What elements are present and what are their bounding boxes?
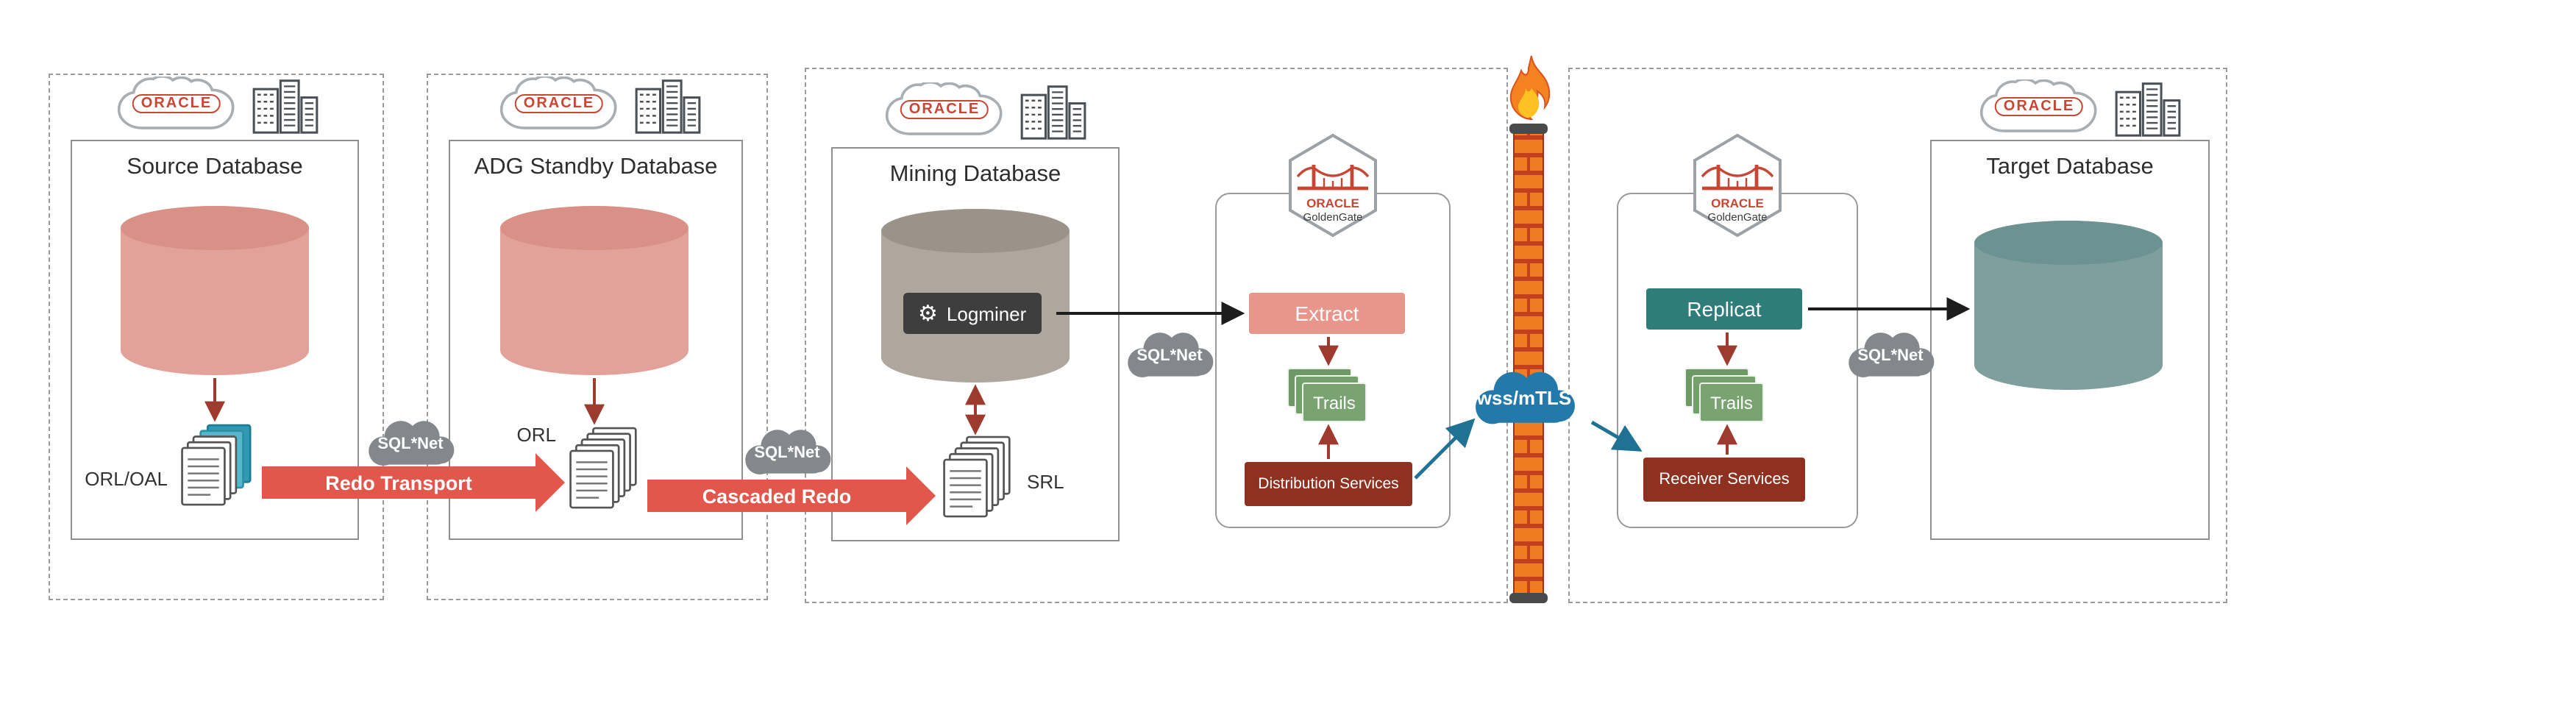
cylinder-top — [1974, 221, 2163, 265]
adg-files-label: ORL — [516, 424, 556, 446]
receiver-services-label: Receiver Services — [1659, 471, 1790, 488]
sqlnet-cloud: SQL*Net — [1842, 324, 1939, 383]
oracle-cloud-logo: ORACLE — [494, 77, 624, 135]
oracle-cloud-logo: ORACLE — [880, 82, 1009, 141]
flame-icon — [1509, 55, 1551, 121]
goldengate-oracle-text: ORACLE — [1711, 196, 1764, 210]
oracle-cloud-logo: ORACLE — [112, 77, 241, 135]
trails-label: Trails — [1313, 392, 1356, 413]
extract-process: Extract — [1249, 293, 1405, 334]
sqlnet-cloud: SQL*Net — [1121, 324, 1218, 383]
trails-icon: Trails — [1684, 368, 1767, 427]
goldengate-hexagon-icon: ORACLE GoldenGate — [1289, 133, 1377, 238]
goldengate-badge: ORACLE GoldenGate — [1284, 132, 1381, 238]
oracle-wordmark: ORACLE — [1994, 97, 2084, 116]
distribution-services-label: Distribution Services — [1258, 475, 1399, 493]
target-database-title: Target Database — [1986, 154, 2154, 179]
extract-label: Extract — [1295, 302, 1359, 325]
replicat-process: Replicat — [1646, 288, 1802, 330]
cloud-icon — [369, 421, 455, 466]
goldengate-product-text: GoldenGate — [1303, 211, 1363, 224]
trails-label: Trails — [1710, 392, 1753, 413]
redo-transport-label: Redo Transport — [325, 472, 472, 494]
gear-icon: ⚙ — [918, 301, 938, 326]
buildings-icon — [252, 79, 319, 134]
cylinder-top — [500, 206, 689, 250]
source-database-cylinder — [121, 206, 309, 375]
trail-page: Trails — [1699, 383, 1764, 422]
cylinder-top — [881, 209, 1070, 253]
adg-standby-database-title: ADG Standby Database — [474, 154, 718, 179]
sqlnet-label: SQL*Net — [754, 444, 820, 461]
mining-database-title: Mining Database — [889, 162, 1061, 187]
trails-icon: Trails — [1287, 368, 1370, 427]
cascaded-redo-arrow: Cascaded Redo — [647, 480, 906, 512]
sqlnet-cloud: SQL*Net — [362, 412, 459, 471]
wss-mtls-cloud: wss/mTLS — [1454, 362, 1595, 430]
sqlnet-cloud: SQL*Net — [739, 421, 836, 480]
buildings-icon — [1020, 85, 1086, 140]
oracle-wordmark: ORACLE — [132, 94, 221, 113]
sqlnet-label: SQL*Net — [1857, 346, 1924, 364]
firewall-icon — [1509, 124, 1548, 603]
buildings-icon — [2115, 82, 2181, 137]
cylinder-top — [121, 206, 309, 250]
cloud-icon — [1128, 332, 1214, 377]
mining-files-label: SRL — [1027, 471, 1064, 493]
source-database-title: Source Database — [127, 154, 303, 179]
goldengate-hexagon-icon: ORACLE GoldenGate — [1693, 133, 1782, 238]
goldengate-product-text: GoldenGate — [1708, 211, 1768, 224]
receiver-services: Receiver Services — [1643, 458, 1805, 502]
trail-page: Trails — [1302, 383, 1367, 422]
buildings-icon — [635, 79, 701, 134]
sqlnet-label: SQL*Net — [377, 435, 444, 452]
goldengate-oracle-text: ORACLE — [1306, 196, 1359, 210]
oracle-wordmark: ORACLE — [900, 100, 989, 119]
cloud-icon — [1476, 371, 1575, 424]
target-database-cylinder — [1974, 221, 2163, 390]
redo-transport-arrow: Redo Transport — [262, 466, 536, 499]
redo-log-files-icon — [181, 424, 252, 506]
replicat-label: Replicat — [1687, 297, 1762, 321]
oracle-cloud-logo: ORACLE — [1974, 79, 2104, 138]
wss-mtls-label: wss/mTLS — [1476, 387, 1572, 409]
adg-database-cylinder — [500, 206, 689, 375]
oracle-wordmark: ORACLE — [514, 94, 604, 113]
source-files-label: ORL/OAL — [85, 468, 168, 490]
redo-log-files-icon — [943, 435, 1011, 518]
cascaded-redo-label: Cascaded Redo — [702, 485, 852, 507]
cloud-icon — [1849, 332, 1935, 377]
cloud-icon — [745, 430, 831, 474]
goldengate-badge: ORACLE GoldenGate — [1689, 132, 1786, 238]
redo-log-files-icon — [569, 427, 637, 509]
sqlnet-label: SQL*Net — [1136, 346, 1203, 364]
logminer-label: Logminer — [946, 302, 1027, 324]
distribution-services: Distribution Services — [1245, 462, 1412, 506]
logminer-badge: ⚙ Logminer — [903, 293, 1042, 334]
